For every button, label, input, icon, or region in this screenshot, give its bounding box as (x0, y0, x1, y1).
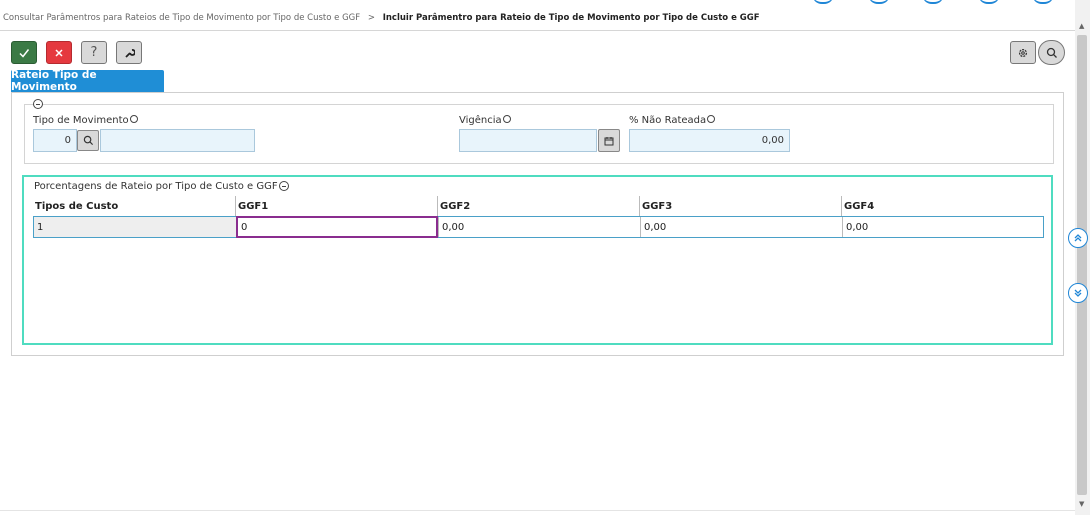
footer-divider (0, 510, 1075, 511)
calendar-button[interactable] (598, 129, 620, 152)
help-label: ? (90, 45, 98, 60)
double-chevron-up-icon (1074, 234, 1082, 242)
tipo-movimento-description-input[interactable] (100, 129, 255, 152)
cancel-button[interactable] (46, 41, 72, 64)
double-chevron-down-icon (1074, 289, 1082, 297)
search-button[interactable] (1038, 40, 1065, 65)
settings-button[interactable] (1010, 41, 1036, 64)
column-header-ggf4[interactable]: GGF4 (841, 196, 1043, 216)
history-icon[interactable] (502, 115, 511, 123)
scroll-down-icon[interactable]: ▼ (1079, 500, 1085, 508)
tools-button[interactable] (116, 41, 142, 64)
calendar-icon (604, 136, 614, 145)
tab-rateio-tipo-movimento[interactable]: Rateio Tipo de Movimento (11, 69, 164, 93)
history-icon[interactable] (707, 115, 716, 123)
top-tab-indicator (868, 0, 890, 4)
tipo-movimento-label: Tipo de Movimento (33, 115, 138, 126)
confirm-button[interactable] (11, 41, 37, 64)
column-header-ggf3[interactable]: GGF3 (639, 196, 841, 216)
cell-ggf2[interactable]: 0,00 (438, 217, 640, 237)
tipo-movimento-code-input[interactable]: 0 (33, 129, 77, 152)
help-button[interactable]: ? (81, 41, 107, 64)
breadcrumb-parent[interactable]: Consultar Parâmentros para Rateios de Ti… (3, 13, 361, 23)
vigencia-input[interactable] (459, 129, 597, 152)
header-divider (0, 30, 1075, 31)
search-icon (83, 135, 93, 146)
column-header-tipos-custo[interactable]: Tipos de Custo (35, 200, 119, 212)
cell-ggf4[interactable]: 0,00 (842, 217, 1043, 237)
collapse-icon[interactable] (278, 181, 289, 191)
gear-icon (1018, 48, 1028, 57)
top-strip (0, 0, 1090, 5)
scrollbar-thumb[interactable] (1077, 35, 1087, 495)
top-tab-indicator (1032, 0, 1054, 4)
grid-legend: Porcentagens de Rateio por Tipo de Custo… (33, 179, 290, 192)
check-icon (19, 48, 30, 58)
breadcrumb-separator: > (367, 13, 375, 23)
vigencia-label: Vigência (459, 115, 511, 126)
tipo-movimento-search-button[interactable] (77, 130, 99, 151)
column-header-ggf1[interactable]: GGF1 (235, 196, 437, 216)
breadcrumb: Consultar Parâmentros para Rateios de Ti… (3, 13, 760, 23)
collapse-icon[interactable] (33, 99, 43, 109)
scroll-to-top-button[interactable] (1068, 228, 1088, 248)
search-icon (1046, 47, 1057, 58)
filter-fieldset (24, 104, 1054, 164)
cell-ggf1-input[interactable]: 0 (236, 216, 438, 238)
cell-ggf3[interactable]: 0,00 (640, 217, 842, 237)
wrench-icon (125, 48, 135, 58)
top-tab-indicator (978, 0, 1000, 4)
close-icon (55, 48, 63, 57)
column-header-ggf2[interactable]: GGF2 (437, 196, 639, 216)
breadcrumb-current: Incluir Parâmentro para Rateio de Tipo d… (382, 13, 760, 23)
nao-rateada-input[interactable]: 0,00 (629, 129, 790, 152)
top-tab-indicator (812, 0, 834, 4)
scroll-up-icon[interactable]: ▲ (1079, 22, 1085, 30)
history-icon[interactable] (129, 115, 138, 123)
grid-fieldset (22, 175, 1053, 345)
nao-rateada-label: % Não Rateada (629, 115, 716, 126)
top-tab-indicator (922, 0, 944, 4)
scroll-to-bottom-button[interactable] (1068, 283, 1088, 303)
cell-tipo-custo: 1 (34, 217, 236, 237)
table-row[interactable]: 1 0 0,00 0,00 0,00 (33, 216, 1044, 238)
